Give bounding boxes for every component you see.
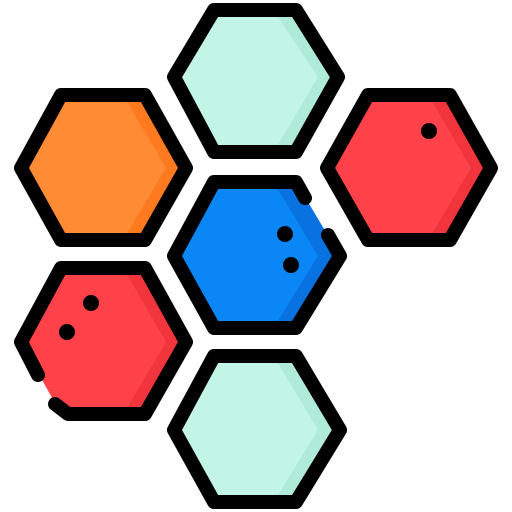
hexagon-center-dot-2 bbox=[283, 257, 299, 273]
hexagon-upper-left-outline bbox=[14, 88, 193, 247]
hexagon-center bbox=[167, 175, 347, 335]
hexagon-top-outline bbox=[167, 3, 345, 159]
hexagon-lower-left bbox=[14, 261, 193, 421]
hexagon-upper-right-outline bbox=[320, 88, 498, 247]
hexagon-lower-left-outline bbox=[14, 261, 193, 421]
hexagon-bottom bbox=[167, 349, 347, 509]
hexagon-upper-left bbox=[14, 88, 193, 247]
hexagon-bottom-outline bbox=[167, 349, 347, 509]
hexagon-upper-right bbox=[320, 88, 498, 247]
hexagon-upper-right-dot bbox=[421, 123, 437, 139]
hexagon-center-outline bbox=[167, 175, 347, 335]
hexagon-top bbox=[167, 3, 345, 159]
hexagon-center-dot-1 bbox=[277, 226, 293, 242]
hexagon-lower-left-dot-2 bbox=[59, 324, 75, 340]
hexagon-lower-left-dot-1 bbox=[83, 295, 99, 311]
